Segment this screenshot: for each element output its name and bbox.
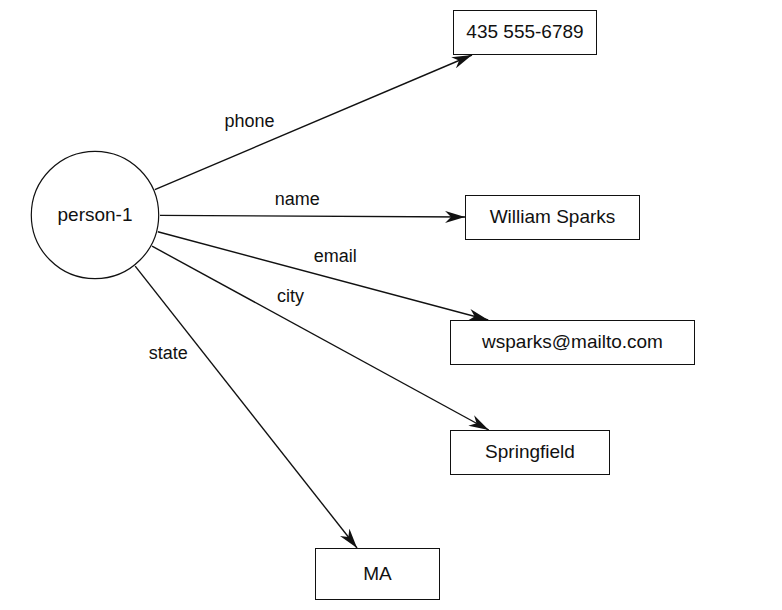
property-arrow (160, 215, 465, 217)
node-text: MA (363, 563, 392, 586)
property-arrow (135, 266, 357, 548)
edge-label: name (273, 189, 322, 211)
literal-box: wsparks@mailto.com (450, 320, 695, 365)
edge-label: state (147, 343, 190, 365)
node-text: 435 555-6789 (466, 21, 583, 44)
property-arrow (152, 246, 489, 430)
node-text: person-1 (58, 204, 133, 227)
node-text: Springfield (485, 441, 575, 464)
edge-label: city (275, 286, 306, 308)
property-arrow (155, 55, 472, 190)
literal-box: Springfield (450, 430, 610, 475)
node-text: wsparks@mailto.com (482, 331, 663, 354)
literal-box: 435 555-6789 (453, 10, 596, 55)
literal-box: MA (315, 548, 440, 600)
edge-label: email (312, 246, 359, 268)
node-text: William Sparks (490, 206, 616, 229)
literal-box: William Sparks (465, 195, 640, 240)
edge-label: phone (223, 111, 277, 133)
resource-circle: person-1 (30, 150, 160, 280)
